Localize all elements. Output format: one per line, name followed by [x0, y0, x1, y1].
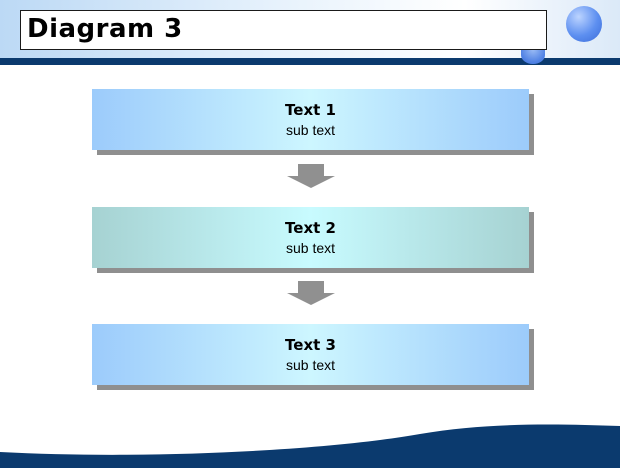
page-title: Diagram 3 — [27, 14, 183, 44]
circle-orb-icon — [566, 6, 602, 42]
small-orb-icon — [521, 46, 545, 64]
step-2-subtext: sub text — [285, 240, 336, 256]
step-1-title: Text 1 — [285, 101, 336, 119]
step-2-box: Text 2 sub text — [92, 207, 529, 268]
down-arrow-icon — [287, 281, 335, 305]
step-1-box: Text 1 sub text — [92, 89, 529, 150]
down-arrow-icon — [287, 164, 335, 188]
header-bar — [0, 58, 620, 65]
step-2-title: Text 2 — [285, 219, 336, 237]
step-3-subtext: sub text — [285, 357, 336, 373]
title-box: Diagram 3 — [20, 10, 547, 50]
footer-wave — [0, 424, 620, 468]
step-3-box: Text 3 sub text — [92, 324, 529, 385]
step-1-subtext: sub text — [285, 122, 336, 138]
step-3-title: Text 3 — [285, 336, 336, 354]
